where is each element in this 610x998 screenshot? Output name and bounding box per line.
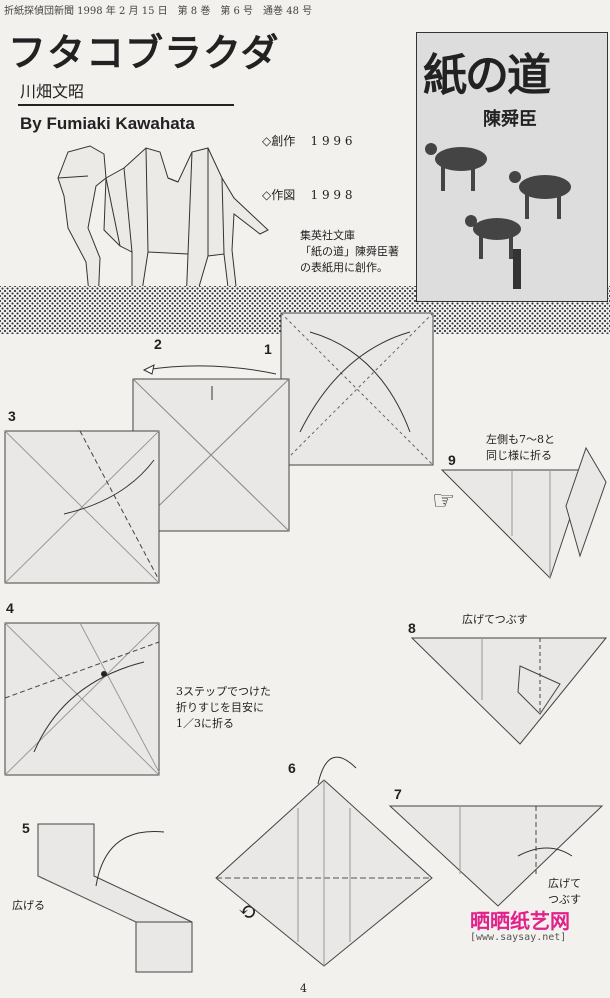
book-cover-author: 陳舜臣: [483, 105, 537, 131]
step-1-number: 1: [264, 341, 272, 357]
step-9-caption: 左側も7～8と 同じ様に折る: [486, 432, 555, 464]
step-4-diagram: [4, 622, 162, 778]
step-5-caption: 広げる: [12, 898, 45, 914]
diagram-year: 1 9 9 8: [311, 188, 353, 202]
step-5-number: 5: [22, 820, 30, 836]
pointing-hand-icon: ☞: [432, 486, 455, 516]
step-3-diagram: [4, 430, 162, 586]
author-english: By Fumiaki Kawahata: [20, 114, 195, 134]
book-cover-title: 紙の道: [423, 39, 549, 103]
book-note: 集英社文庫 「紙の道」陳舜臣著 の表紙用に創作。: [300, 228, 399, 276]
created-year: 1 9 9 6: [311, 134, 353, 148]
step-2-number: 2: [154, 336, 162, 352]
book-note-line-3: の表紙用に創作。: [300, 260, 399, 276]
step-4-caption-line-3: 1／3に折る: [176, 716, 271, 732]
camel-photos: [417, 129, 607, 301]
step-3-number: 3: [8, 408, 16, 424]
step-1-diagram: [280, 312, 436, 468]
step-7-caption: 広げて つぶす: [548, 876, 581, 908]
author-japanese: 川畑文昭: [20, 78, 84, 102]
page-number: 4: [300, 982, 307, 995]
step-6-arrow: [308, 738, 368, 788]
step-9-diagram: [440, 446, 608, 582]
step-9-caption-line-2: 同じ様に折る: [486, 448, 555, 464]
step-6-number: 6: [288, 760, 296, 776]
step-4-number: 4: [6, 600, 14, 616]
book-note-line-2: 「紙の道」陳舜臣著: [300, 244, 399, 260]
step-2-arrow: [140, 356, 280, 378]
publication-header: 折紙探偵団新聞 1998 年 2 月 15 日 第 8 巻 第 6 号 通巻 4…: [4, 2, 312, 17]
step-4-caption-line-1: 3ステップでつけた: [176, 684, 271, 700]
title-divider: [18, 104, 234, 106]
page-title: フタコブラクダ: [8, 22, 279, 77]
step-8-caption: 広げてつぶす: [462, 612, 528, 628]
step-9-caption-line-1: 左側も7～8と: [486, 432, 555, 448]
step-7-caption-line-1: 広げて: [548, 876, 581, 892]
site-url: [www.saysay.net]: [470, 932, 566, 943]
step-8-number: 8: [408, 620, 416, 636]
step-8-diagram: [410, 636, 610, 748]
step-4-caption-line-2: 折りすじを目安に: [176, 700, 271, 716]
step-4-caption: 3ステップでつけた 折りすじを目安に 1／3に折る: [176, 684, 271, 732]
book-note-line-1: 集英社文庫: [300, 228, 399, 244]
step-5-diagram: [36, 816, 196, 976]
site-watermark: 晒晒纸艺网: [470, 905, 570, 934]
book-cover-image: 紙の道 陳舜臣: [416, 32, 608, 302]
